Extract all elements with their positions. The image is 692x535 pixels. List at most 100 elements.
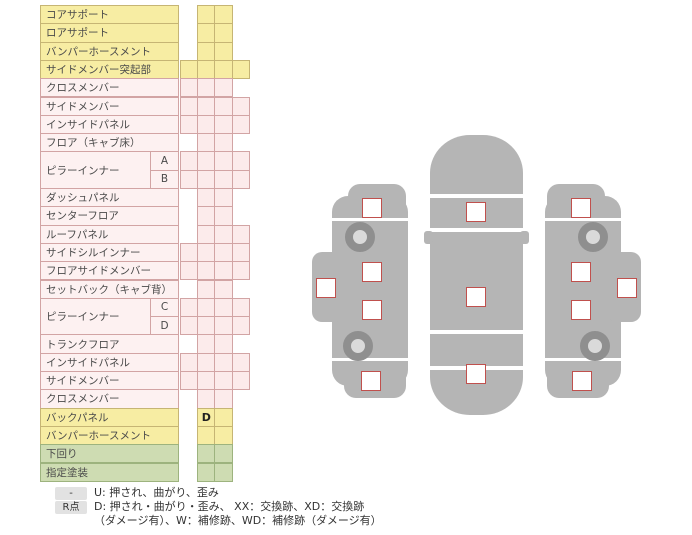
damage-cell[interactable] bbox=[180, 352, 199, 372]
damage-cell[interactable] bbox=[197, 389, 216, 409]
damage-cell[interactable] bbox=[197, 23, 216, 43]
damage-cell[interactable] bbox=[197, 169, 216, 189]
damage-cell[interactable] bbox=[231, 96, 250, 116]
damage-cell[interactable] bbox=[231, 169, 250, 189]
damage-cell[interactable] bbox=[214, 133, 233, 153]
damage-cell[interactable] bbox=[197, 297, 216, 318]
car-top-view bbox=[430, 135, 523, 415]
damage-cell[interactable] bbox=[214, 114, 233, 135]
damage-marker-right_side[interactable] bbox=[571, 300, 591, 320]
damage-cell[interactable] bbox=[180, 96, 199, 116]
damage-cell[interactable] bbox=[180, 114, 199, 135]
damage-cell[interactable] bbox=[214, 242, 233, 263]
damage-cell[interactable] bbox=[180, 151, 199, 171]
damage-cell[interactable] bbox=[214, 59, 233, 80]
damage-cell[interactable] bbox=[180, 169, 199, 189]
part-label: 下回り bbox=[40, 444, 179, 464]
damage-marker-top_view[interactable] bbox=[466, 287, 486, 307]
damage-cell[interactable] bbox=[214, 407, 233, 427]
damage-marker-left_side[interactable] bbox=[362, 300, 382, 320]
damage-cell[interactable] bbox=[231, 352, 250, 372]
damage-cell[interactable] bbox=[197, 78, 216, 98]
left-mirror bbox=[424, 231, 433, 244]
damage-cell[interactable] bbox=[180, 297, 199, 318]
damage-cell[interactable] bbox=[214, 334, 233, 354]
part-sublabel: D bbox=[150, 316, 179, 336]
damage-cell[interactable] bbox=[197, 444, 216, 464]
damage-marker-top_view[interactable] bbox=[466, 202, 486, 222]
damage-cell[interactable] bbox=[197, 334, 216, 354]
damage-cell[interactable] bbox=[197, 59, 216, 80]
damage-cell[interactable] bbox=[197, 224, 216, 244]
damage-cell[interactable] bbox=[197, 188, 216, 208]
damage-cell[interactable] bbox=[214, 389, 233, 409]
damage-cell[interactable] bbox=[214, 96, 233, 116]
damage-cell[interactable] bbox=[214, 371, 233, 391]
damage-cell[interactable] bbox=[231, 297, 250, 318]
damage-marker-right_side[interactable] bbox=[572, 371, 592, 391]
damage-marker-left_side[interactable] bbox=[362, 198, 382, 218]
damage-marker-top_view[interactable] bbox=[466, 364, 486, 384]
damage-cell[interactable] bbox=[231, 261, 250, 281]
damage-cell[interactable] bbox=[180, 242, 199, 263]
damage-cell[interactable] bbox=[214, 297, 233, 318]
damage-cell[interactable] bbox=[214, 462, 233, 482]
damage-cell[interactable] bbox=[214, 444, 233, 464]
damage-cell[interactable] bbox=[197, 206, 216, 226]
damage-cell[interactable] bbox=[214, 261, 233, 281]
part-label: ダッシュパネル bbox=[40, 188, 179, 208]
damage-cell[interactable] bbox=[197, 5, 216, 25]
damage-cell[interactable] bbox=[231, 371, 250, 391]
damage-cell[interactable] bbox=[197, 371, 216, 391]
damage-cell[interactable] bbox=[214, 188, 233, 208]
damage-cell[interactable] bbox=[180, 261, 199, 281]
damage-marker-left_side[interactable] bbox=[361, 371, 381, 391]
damage-cell[interactable] bbox=[231, 151, 250, 171]
damage-cell[interactable] bbox=[214, 316, 233, 336]
damage-cell[interactable] bbox=[231, 242, 250, 263]
damage-cell[interactable] bbox=[197, 316, 216, 336]
damage-cell[interactable] bbox=[214, 352, 233, 372]
damage-cell[interactable] bbox=[180, 316, 199, 336]
damage-cell[interactable] bbox=[197, 41, 216, 61]
damage-cell[interactable] bbox=[231, 316, 250, 336]
legend-text-rten: D: 押され・曲がり・歪み、 XX：交換跡、XD：交換跡 （ダメージ有）、W：補… bbox=[94, 500, 382, 528]
damage-cell[interactable] bbox=[214, 151, 233, 171]
damage-cell[interactable] bbox=[197, 151, 216, 171]
damage-marker-left_side[interactable] bbox=[316, 278, 336, 298]
wheels bbox=[343, 222, 610, 361]
damage-cell[interactable]: D bbox=[197, 407, 216, 427]
wheel-icon bbox=[345, 222, 375, 252]
damage-cell[interactable] bbox=[231, 114, 250, 135]
damage-cell[interactable] bbox=[214, 23, 233, 43]
damage-cell[interactable] bbox=[180, 59, 199, 80]
damage-cell[interactable] bbox=[231, 224, 250, 244]
part-label: フロア（キャブ床） bbox=[40, 133, 179, 153]
damage-cell[interactable] bbox=[197, 279, 216, 299]
part-label: バンパーホースメント bbox=[40, 425, 179, 446]
damage-cell[interactable] bbox=[214, 78, 233, 98]
damage-cell[interactable] bbox=[214, 206, 233, 226]
damage-cell[interactable] bbox=[197, 425, 216, 446]
damage-cell[interactable] bbox=[231, 59, 250, 80]
damage-cell[interactable] bbox=[214, 41, 233, 61]
damage-cell[interactable] bbox=[214, 169, 233, 189]
damage-marker-right_side[interactable] bbox=[571, 262, 591, 282]
damage-cell[interactable] bbox=[180, 371, 199, 391]
damage-cell[interactable] bbox=[214, 425, 233, 446]
damage-cell[interactable] bbox=[180, 78, 199, 98]
damage-cell[interactable] bbox=[197, 352, 216, 372]
damage-cell[interactable] bbox=[197, 261, 216, 281]
damage-cell[interactable] bbox=[197, 242, 216, 263]
damage-cell[interactable] bbox=[214, 224, 233, 244]
damage-cell[interactable] bbox=[197, 114, 216, 135]
damage-marker-left_side[interactable] bbox=[362, 262, 382, 282]
damage-cell[interactable] bbox=[197, 96, 216, 116]
damage-marker-right_side[interactable] bbox=[617, 278, 637, 298]
damage-cell[interactable] bbox=[197, 133, 216, 153]
damage-cell[interactable] bbox=[197, 462, 216, 482]
damage-cell[interactable] bbox=[214, 279, 233, 299]
damage-marker-right_side[interactable] bbox=[571, 198, 591, 218]
damage-cell[interactable] bbox=[214, 5, 233, 25]
